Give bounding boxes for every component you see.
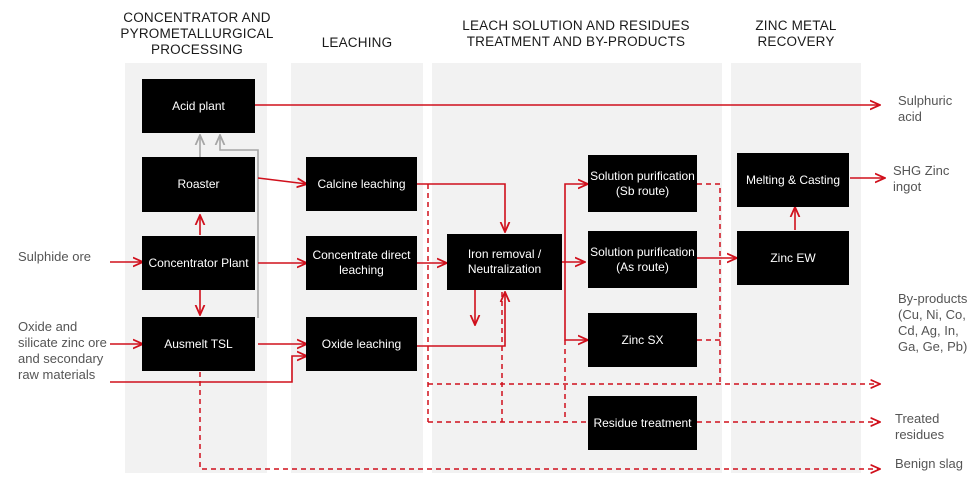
output-benign-slag: Benign slag (895, 456, 963, 471)
zinc-ew-box: Zinc EW (737, 231, 849, 285)
secondary-input-arrow (110, 356, 307, 383)
roaster-box: Roaster (142, 157, 255, 212)
concentrate-direct-leaching-box: Concentrate direct leaching (306, 236, 417, 290)
lane-title-concentrator: CONCENTRATOR AND PYROMETALLURGICAL PROCE… (120, 10, 274, 57)
calcine-to-iron-arrow (417, 183, 505, 232)
lane-title-leach-solution: LEACH SOLUTION AND RESIDUES TREATMENT AN… (462, 18, 690, 49)
iron-removal-box: Iron removal / Neutralization (447, 234, 562, 290)
lane-title-leaching: LEACHING (321, 35, 393, 50)
lane-title-zinc-recovery: ZINC METAL RECOVERY (755, 18, 837, 49)
iron-to-zincsx-arrow (564, 262, 588, 340)
sb-byproduct-line (697, 183, 721, 384)
melting-casting-box: Melting & Casting (737, 153, 849, 207)
output-shg-zinc: SHG Zinc ingot (893, 163, 950, 194)
concentrator-plant-box: Concentrator Plant (142, 236, 255, 290)
output-by-products: By-products (Cu, Ni, Co, Cd, Ag, In, Ga,… (898, 291, 968, 354)
ausmelt-tsl-box: Ausmelt TSL (142, 317, 255, 371)
oxide-leaching-box: Oxide leaching (306, 317, 417, 371)
solution-purification-sb-box: Solution purification (Sb route) (588, 155, 697, 212)
oxide-to-iron-arrow (417, 292, 505, 347)
iron-to-purif-sb-arrow (564, 184, 588, 262)
solution-purification-as-box: Solution purification (As route) (588, 231, 697, 288)
residue-treatment-box: Residue treatment (588, 396, 697, 450)
roaster-to-calcine-arrow (257, 177, 307, 184)
acid-plant-box: Acid plant (142, 79, 255, 133)
output-sulphuric-acid: Sulphuric acid (898, 93, 953, 124)
calcine-leaching-box: Calcine leaching (306, 157, 417, 211)
input-sulphide-ore: Sulphide ore (18, 249, 91, 264)
benign-slag-arrow (199, 372, 880, 469)
gas-to-acid-arrow (220, 135, 259, 172)
input-oxide-silicate: Oxide and silicate zinc ore and secondar… (18, 319, 107, 382)
zinc-sx-box: Zinc SX (588, 313, 697, 367)
output-treated-residues: Treated residues (895, 411, 945, 442)
